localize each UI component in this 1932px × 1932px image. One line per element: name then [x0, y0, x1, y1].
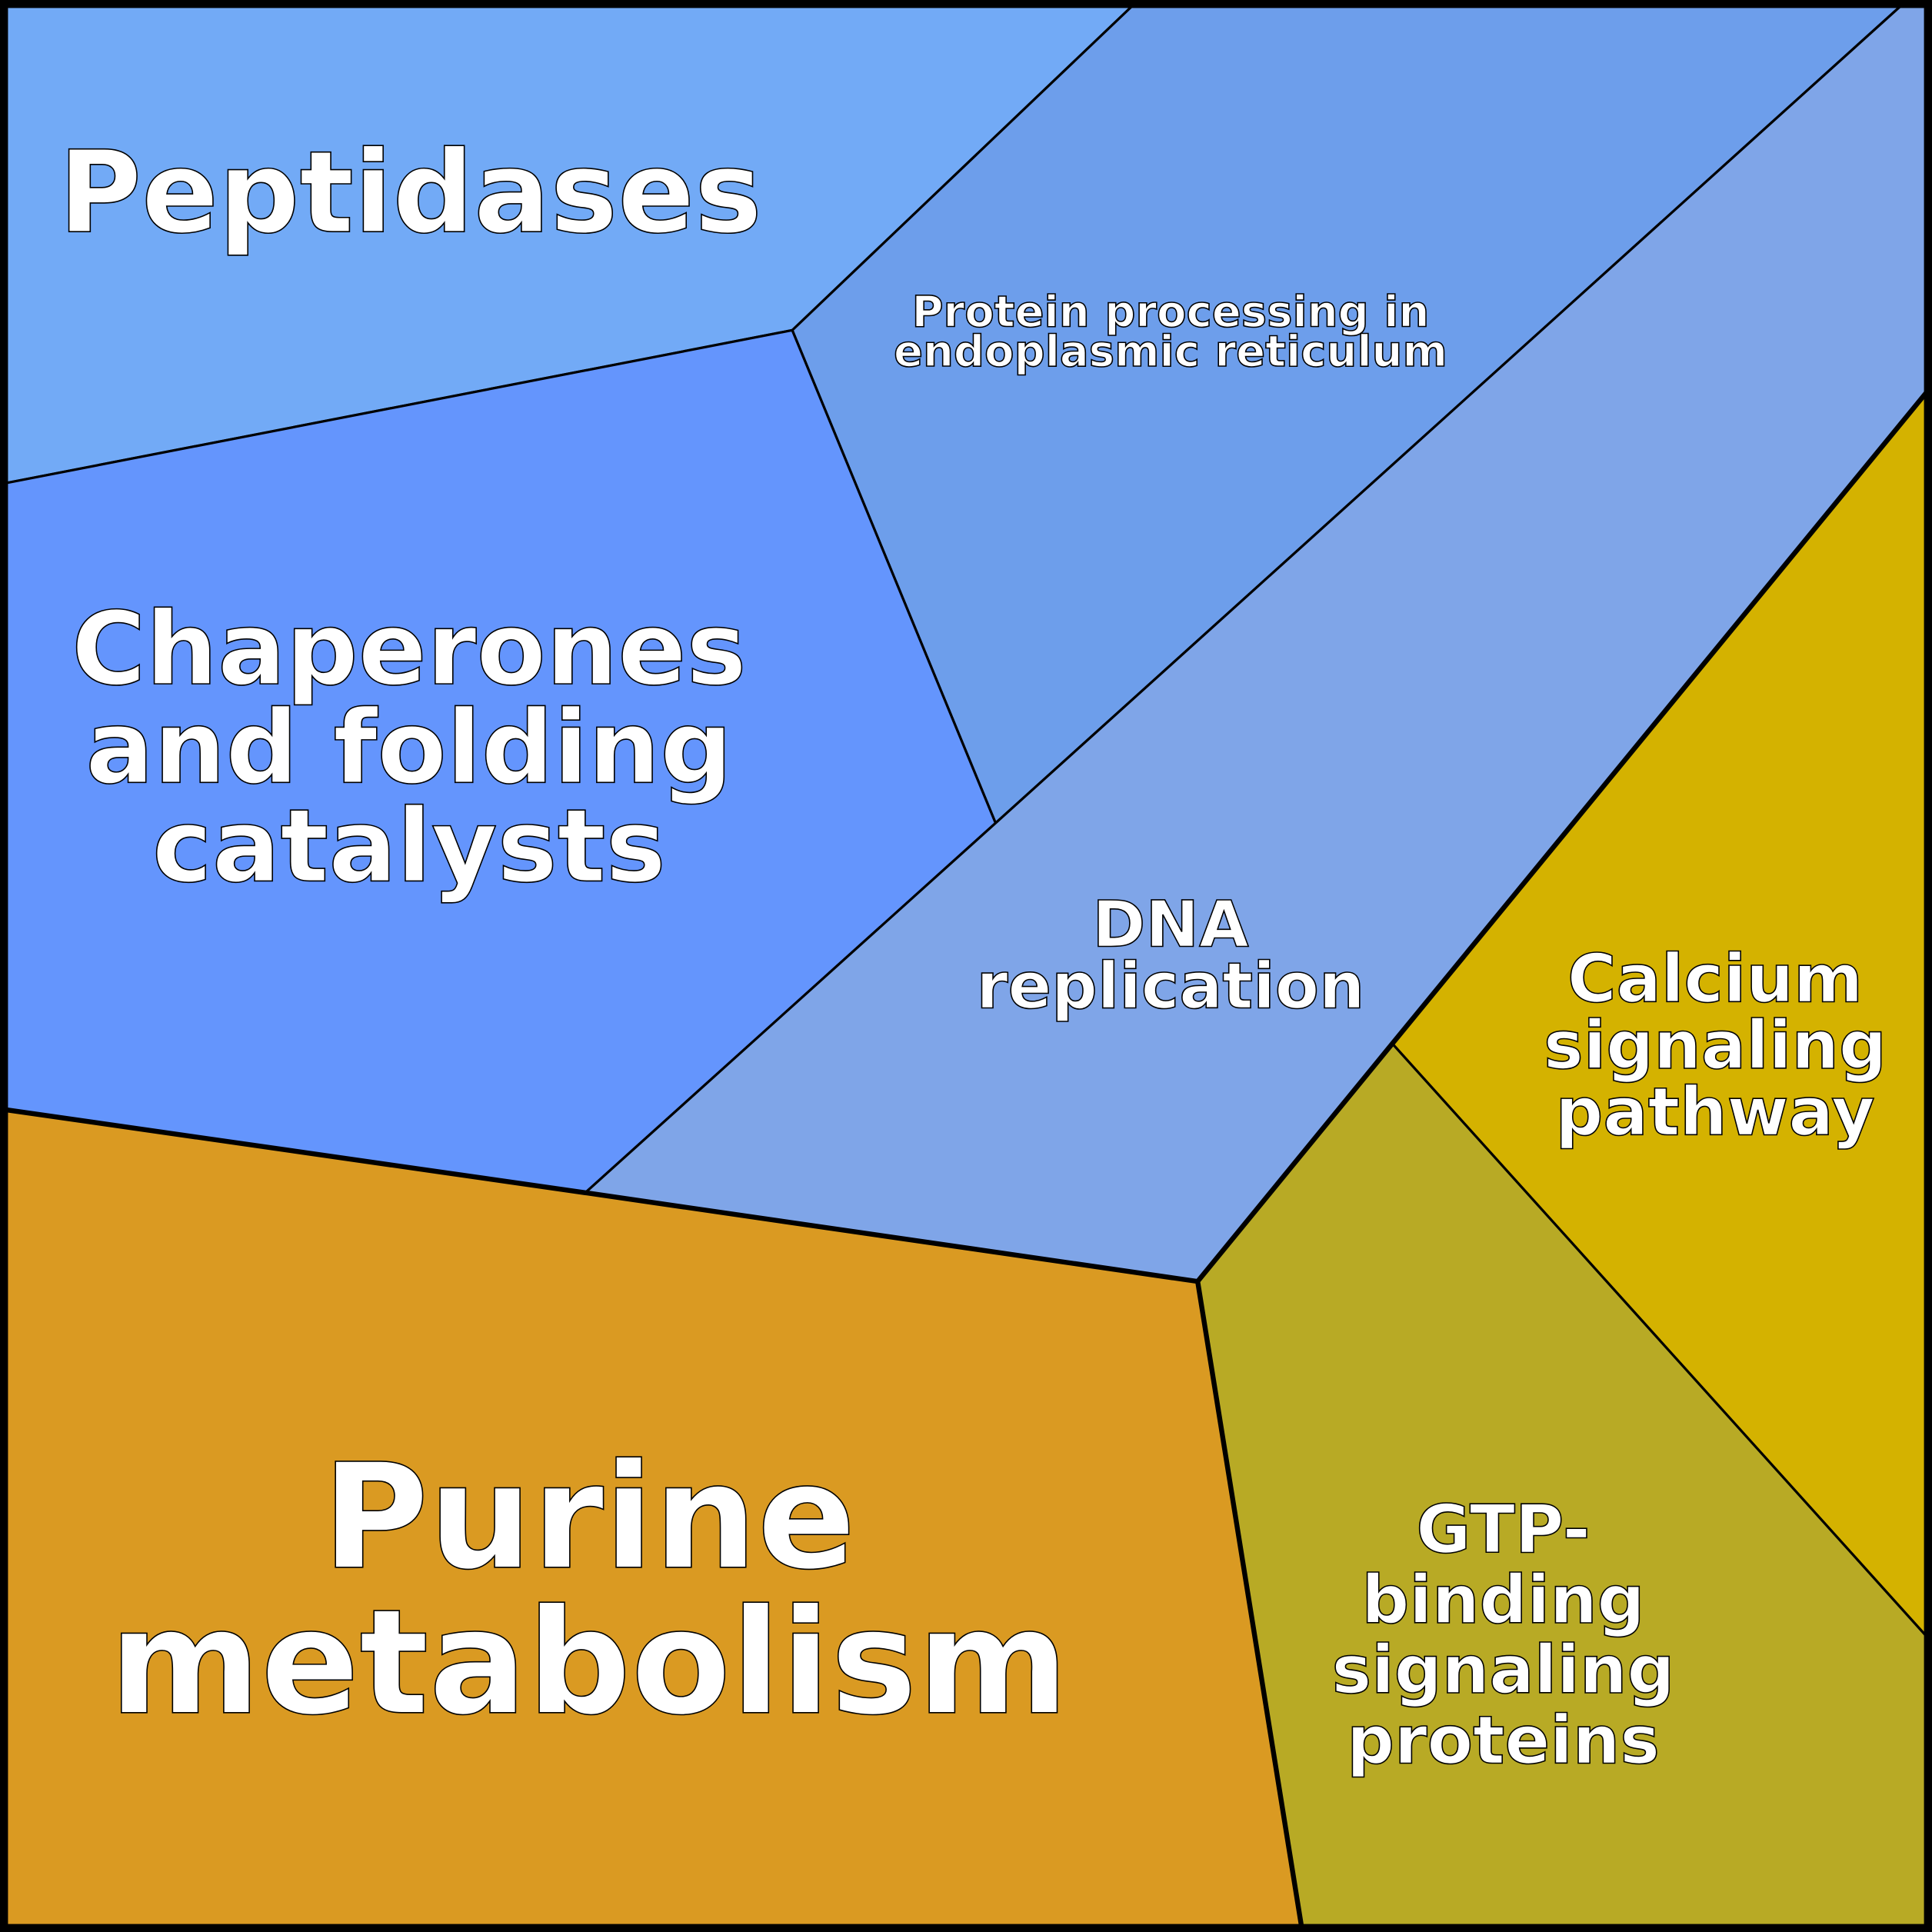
label-line: pathway: [1555, 1074, 1874, 1151]
label-line: replication: [977, 948, 1365, 1023]
label-line: Peptidases: [58, 126, 762, 258]
label-line: proteins: [1347, 1703, 1660, 1780]
label-line: Chaperones: [72, 590, 747, 708]
label-line: DNA: [1092, 887, 1249, 961]
label-line: metabolism: [109, 1578, 1068, 1747]
label-line: signaling: [1544, 1008, 1887, 1084]
label-line: GTP-: [1416, 1492, 1590, 1569]
label-peptidases: Peptidases: [58, 126, 762, 258]
label-line: Protein processing in: [911, 288, 1429, 338]
label-line: signaling: [1332, 1632, 1675, 1709]
label-line: Purine: [322, 1433, 856, 1602]
label-line: and folding: [85, 688, 732, 806]
label-line: binding: [1361, 1562, 1644, 1639]
label-line: catalysts: [152, 787, 666, 904]
label-line: endoplasmic reticulum: [894, 327, 1447, 377]
label-line: Calcium: [1567, 941, 1863, 1018]
group-boundary: [1195, 1281, 1305, 1932]
